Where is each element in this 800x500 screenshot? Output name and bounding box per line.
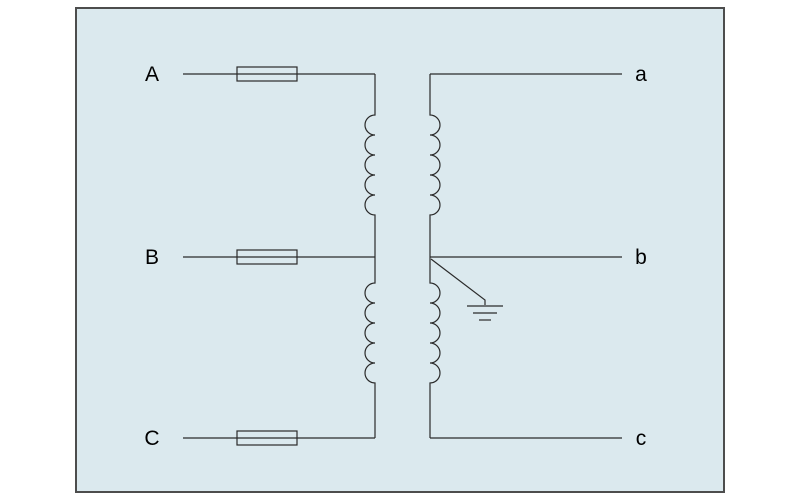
ground-connection-line (430, 258, 486, 305)
schematic-panel (76, 8, 724, 492)
fuse-A-icon (236, 66, 298, 82)
fuse-B-icon (236, 249, 298, 265)
terminal-C-label: C (144, 427, 159, 450)
terminal-b-label: b (635, 246, 647, 269)
terminal-A-label: A (145, 63, 159, 86)
terminal-c-label: c (636, 427, 647, 450)
secondary-winding-icon (429, 74, 441, 438)
primary-winding-icon (364, 74, 376, 438)
terminal-B-label: B (145, 246, 159, 269)
schematic-panel-border (75, 7, 725, 493)
terminal-a-label: a (635, 63, 647, 86)
earth-ground-icon (467, 305, 503, 321)
fuse-C-icon (236, 430, 298, 446)
